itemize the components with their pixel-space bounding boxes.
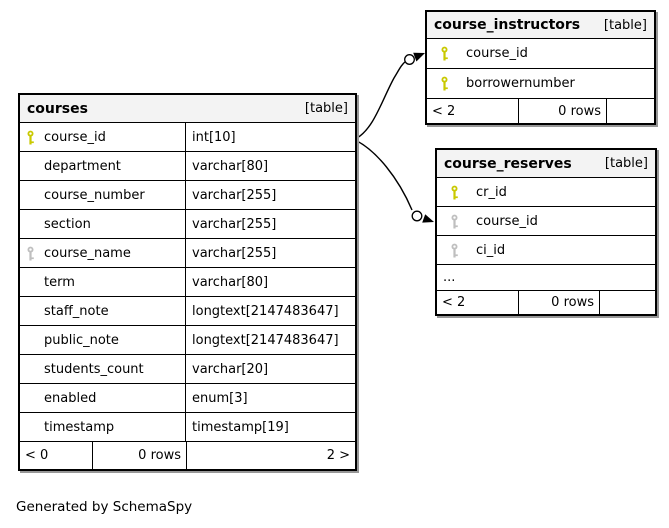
column-name: course_id <box>44 129 106 145</box>
column-type: varchar[255] <box>185 181 355 209</box>
footer-prev-count: < 0 <box>25 448 49 463</box>
column-name: course_number <box>44 187 145 203</box>
column-type: varchar[80] <box>185 268 355 296</box>
open-circle-icon <box>404 54 415 65</box>
column-name: public_note <box>44 332 119 348</box>
table-row: department varchar[80] <box>20 152 355 181</box>
table-row: ci_id <box>437 236 655 265</box>
table-row: timestamp timestamp[19] <box>20 413 355 442</box>
footer-row-count: 0 rows <box>518 99 606 123</box>
index-key-icon <box>26 246 35 261</box>
table-row: staff_note longtext[2147483647] <box>20 297 355 326</box>
table-name: courses <box>27 100 88 117</box>
column-name: course_id <box>466 46 528 61</box>
column-name: timestamp <box>44 419 115 435</box>
table-row-ellipsis: ... <box>437 265 655 291</box>
table-footer: < 2 0 rows <box>427 99 654 123</box>
footer-row-count: 0 rows <box>92 442 186 469</box>
footer-prev-count: < 2 <box>442 295 466 310</box>
table-footer: < 2 0 rows <box>437 291 655 314</box>
primary-key-icon <box>26 130 35 145</box>
table-row: section varchar[255] <box>20 210 355 239</box>
column-name: course_name <box>44 245 131 261</box>
index-key-icon <box>450 243 459 258</box>
primary-key-icon <box>440 76 449 91</box>
column-name: enabled <box>44 390 97 406</box>
column-name: students_count <box>44 361 144 377</box>
column-type: varchar[255] <box>185 239 355 267</box>
table-header-courses[interactable]: courses [table] <box>20 95 355 123</box>
arrowhead-icon <box>413 52 425 62</box>
column-type: longtext[2147483647] <box>185 326 355 354</box>
table-node-courses: courses [table] course_id int[10] depart… <box>18 93 357 471</box>
table-name: course_reserves <box>444 155 572 172</box>
table-row: course_name varchar[255] <box>20 239 355 268</box>
column-type: int[10] <box>185 123 355 151</box>
table-tag: [table] <box>604 156 648 171</box>
column-name: borrowernumber <box>466 76 575 91</box>
table-row: course_number varchar[255] <box>20 181 355 210</box>
connector-courses-to-course-instructors <box>356 60 407 139</box>
table-header-course-instructors[interactable]: course_instructors [table] <box>427 12 654 39</box>
index-key-icon <box>450 214 459 229</box>
column-type: timestamp[19] <box>185 413 355 441</box>
connector-courses-to-course-reserves <box>356 140 413 211</box>
table-tag: [table] <box>603 17 647 33</box>
table-row: borrowernumber <box>427 69 654 99</box>
column-type: varchar[255] <box>185 210 355 238</box>
column-name: ci_id <box>476 242 506 258</box>
footer-next-count: 2 > <box>186 442 355 469</box>
table-footer: < 0 0 rows 2 > <box>20 442 355 469</box>
footer-next-count <box>599 291 655 314</box>
table-row: students_count varchar[20] <box>20 355 355 384</box>
column-name: staff_note <box>44 303 109 319</box>
table-row: cr_id <box>437 178 655 207</box>
column-type: varchar[80] <box>185 152 355 180</box>
table-row: enabled enum[3] <box>20 384 355 413</box>
primary-key-icon <box>440 46 449 61</box>
generated-by-note: Generated by SchemaSpy <box>16 499 193 515</box>
table-node-course-instructors: course_instructors [table] course_id bor… <box>425 10 656 125</box>
column-type: varchar[20] <box>185 355 355 383</box>
column-name: department <box>44 158 121 174</box>
column-name: section <box>44 216 91 232</box>
primary-key-icon <box>450 185 459 200</box>
footer-prev-count: < 2 <box>432 103 456 119</box>
table-row: term varchar[80] <box>20 268 355 297</box>
column-name: course_id <box>476 213 538 229</box>
open-circle-icon <box>411 210 423 222</box>
column-type: enum[3] <box>185 384 355 412</box>
table-row: course_id <box>427 39 654 69</box>
table-node-course-reserves: course_reserves [table] cr_id course_id … <box>435 148 657 316</box>
column-type: longtext[2147483647] <box>185 297 355 325</box>
column-name: term <box>44 274 75 290</box>
footer-next-count <box>606 99 654 123</box>
arrowhead-icon <box>422 214 434 223</box>
table-row: public_note longtext[2147483647] <box>20 326 355 355</box>
table-row: course_id <box>437 207 655 236</box>
table-row: course_id int[10] <box>20 123 355 152</box>
footer-row-count: 0 rows <box>518 291 599 314</box>
table-name: course_instructors <box>434 17 581 33</box>
table-header-course-reserves[interactable]: course_reserves [table] <box>437 150 655 178</box>
column-name: cr_id <box>476 184 507 200</box>
table-tag: [table] <box>304 101 348 116</box>
